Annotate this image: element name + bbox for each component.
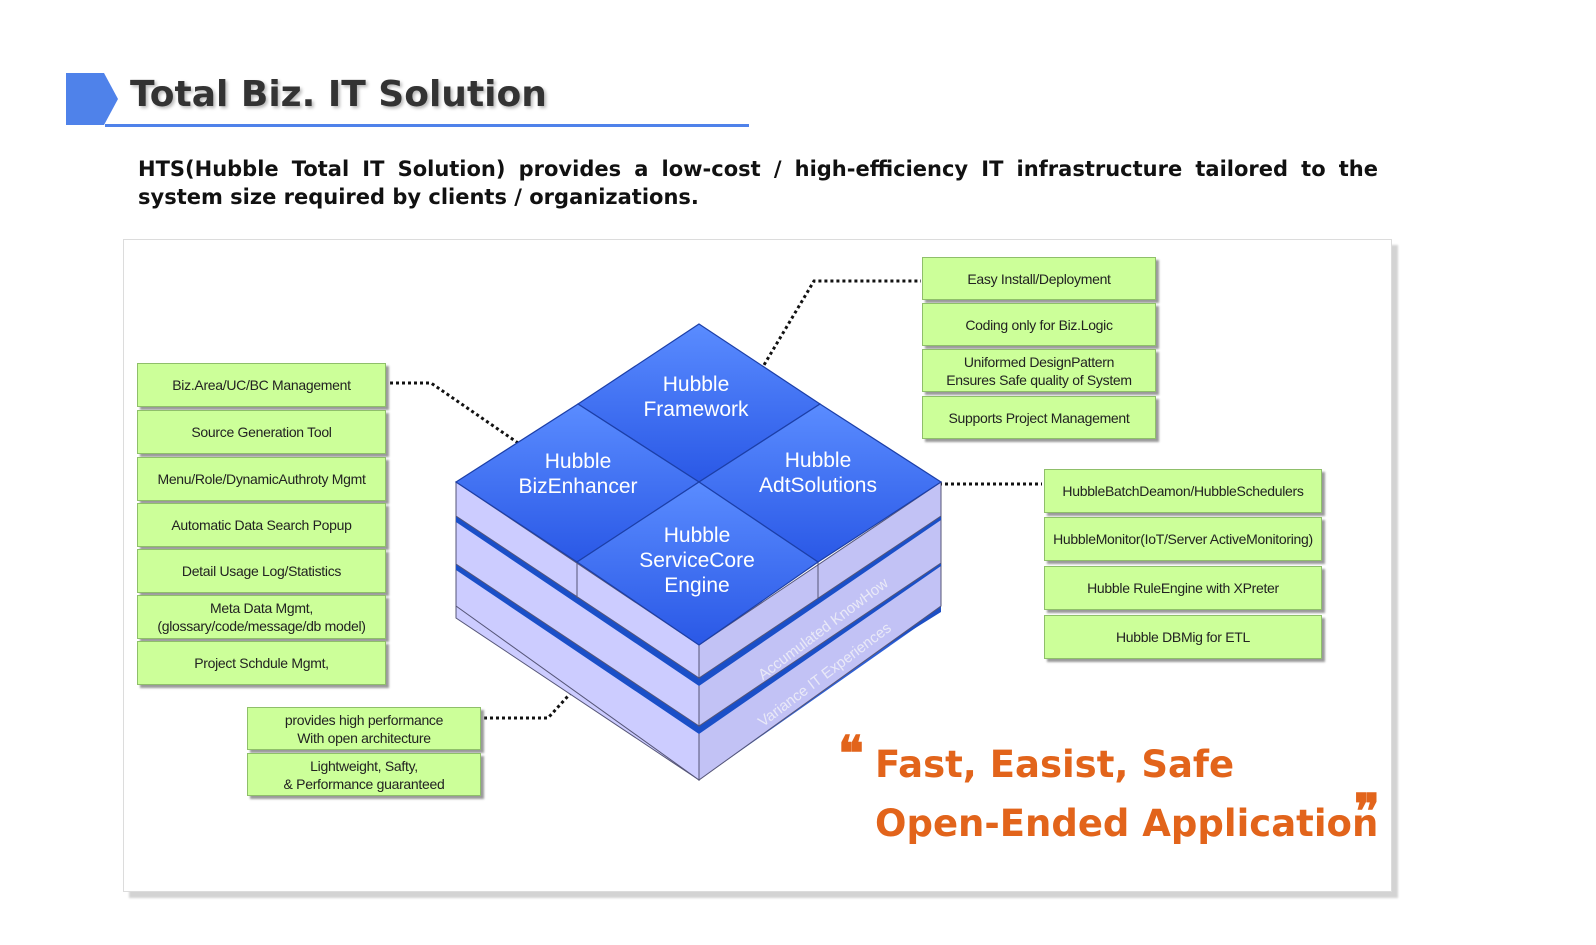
feature-box-servicecore: Lightweight, Safty, & Performance guaran… — [247, 753, 481, 796]
feature-box-left: Automatic Data Search Popup — [137, 503, 386, 547]
tile-label-servicecore: Hubble ServiceCore Engine — [639, 524, 755, 597]
connector-lines — [390, 279, 1042, 720]
diagram-panel: Hubble Framework Hubble BizEnhancer Hubb… — [123, 239, 1392, 892]
layer-2 — [455, 510, 942, 727]
feature-box-framework: Easy Install/Deployment — [922, 257, 1156, 300]
connector-top-right — [759, 279, 921, 371]
layer-1 — [455, 481, 942, 679]
title-underline — [105, 124, 749, 127]
open-quote-icon: ❝ — [838, 726, 864, 782]
feature-box-adtsolutions: HubbleMonitor(IoT/Server ActiveMonitorin… — [1044, 517, 1322, 561]
tile-servicecore — [575, 481, 820, 646]
feature-box-framework: Supports Project Management — [922, 396, 1156, 439]
intro-paragraph: HTS(Hubble Total IT Solution) provides a… — [138, 157, 1378, 209]
platform-stack-diagram — [390, 279, 1042, 781]
feature-box-adtsolutions: Hubble DBMig for ETL — [1044, 615, 1322, 659]
close-quote-icon: ❞ — [1354, 784, 1380, 840]
tile-label-framework: Hubble Framework — [643, 373, 749, 421]
title-marker-icon — [66, 73, 118, 125]
feature-box-left: Detail Usage Log/Statistics — [137, 549, 386, 593]
slogan-line-1: Fast, Easist, Safe — [875, 743, 1235, 786]
tile-label-bizenhancer: Hubble BizEnhancer — [518, 450, 638, 498]
connector-left — [390, 381, 522, 447]
feature-box-left: Menu/Role/DynamicAuthroty Mgmt — [137, 457, 386, 501]
feature-box-left: Biz.Area/UC/BC Management — [137, 363, 386, 407]
tile-label-adtsolutions: Hubble AdtSolutions — [759, 449, 877, 497]
feature-box-left: Project Schdule Mgmt, — [137, 641, 386, 685]
feature-box-left: Source Generation Tool — [137, 410, 386, 454]
slogan-line-2: Open-Ended Application — [875, 802, 1379, 845]
feature-box-adtsolutions: Hubble RuleEngine with XPreter — [1044, 566, 1322, 610]
page-title: Total Biz. IT Solution — [130, 74, 547, 115]
feature-box-left: Meta Data Mgmt, (glossary/code/message/d… — [137, 595, 386, 639]
feature-box-adtsolutions: HubbleBatchDeamon/HubbleSchedulers — [1044, 469, 1322, 513]
feature-box-framework: Coding only for Biz.Logic — [922, 303, 1156, 346]
feature-box-framework: Uniformed DesignPattern Ensures Safe qua… — [922, 349, 1156, 392]
feature-box-servicecore: provides high performance With open arch… — [247, 707, 481, 750]
